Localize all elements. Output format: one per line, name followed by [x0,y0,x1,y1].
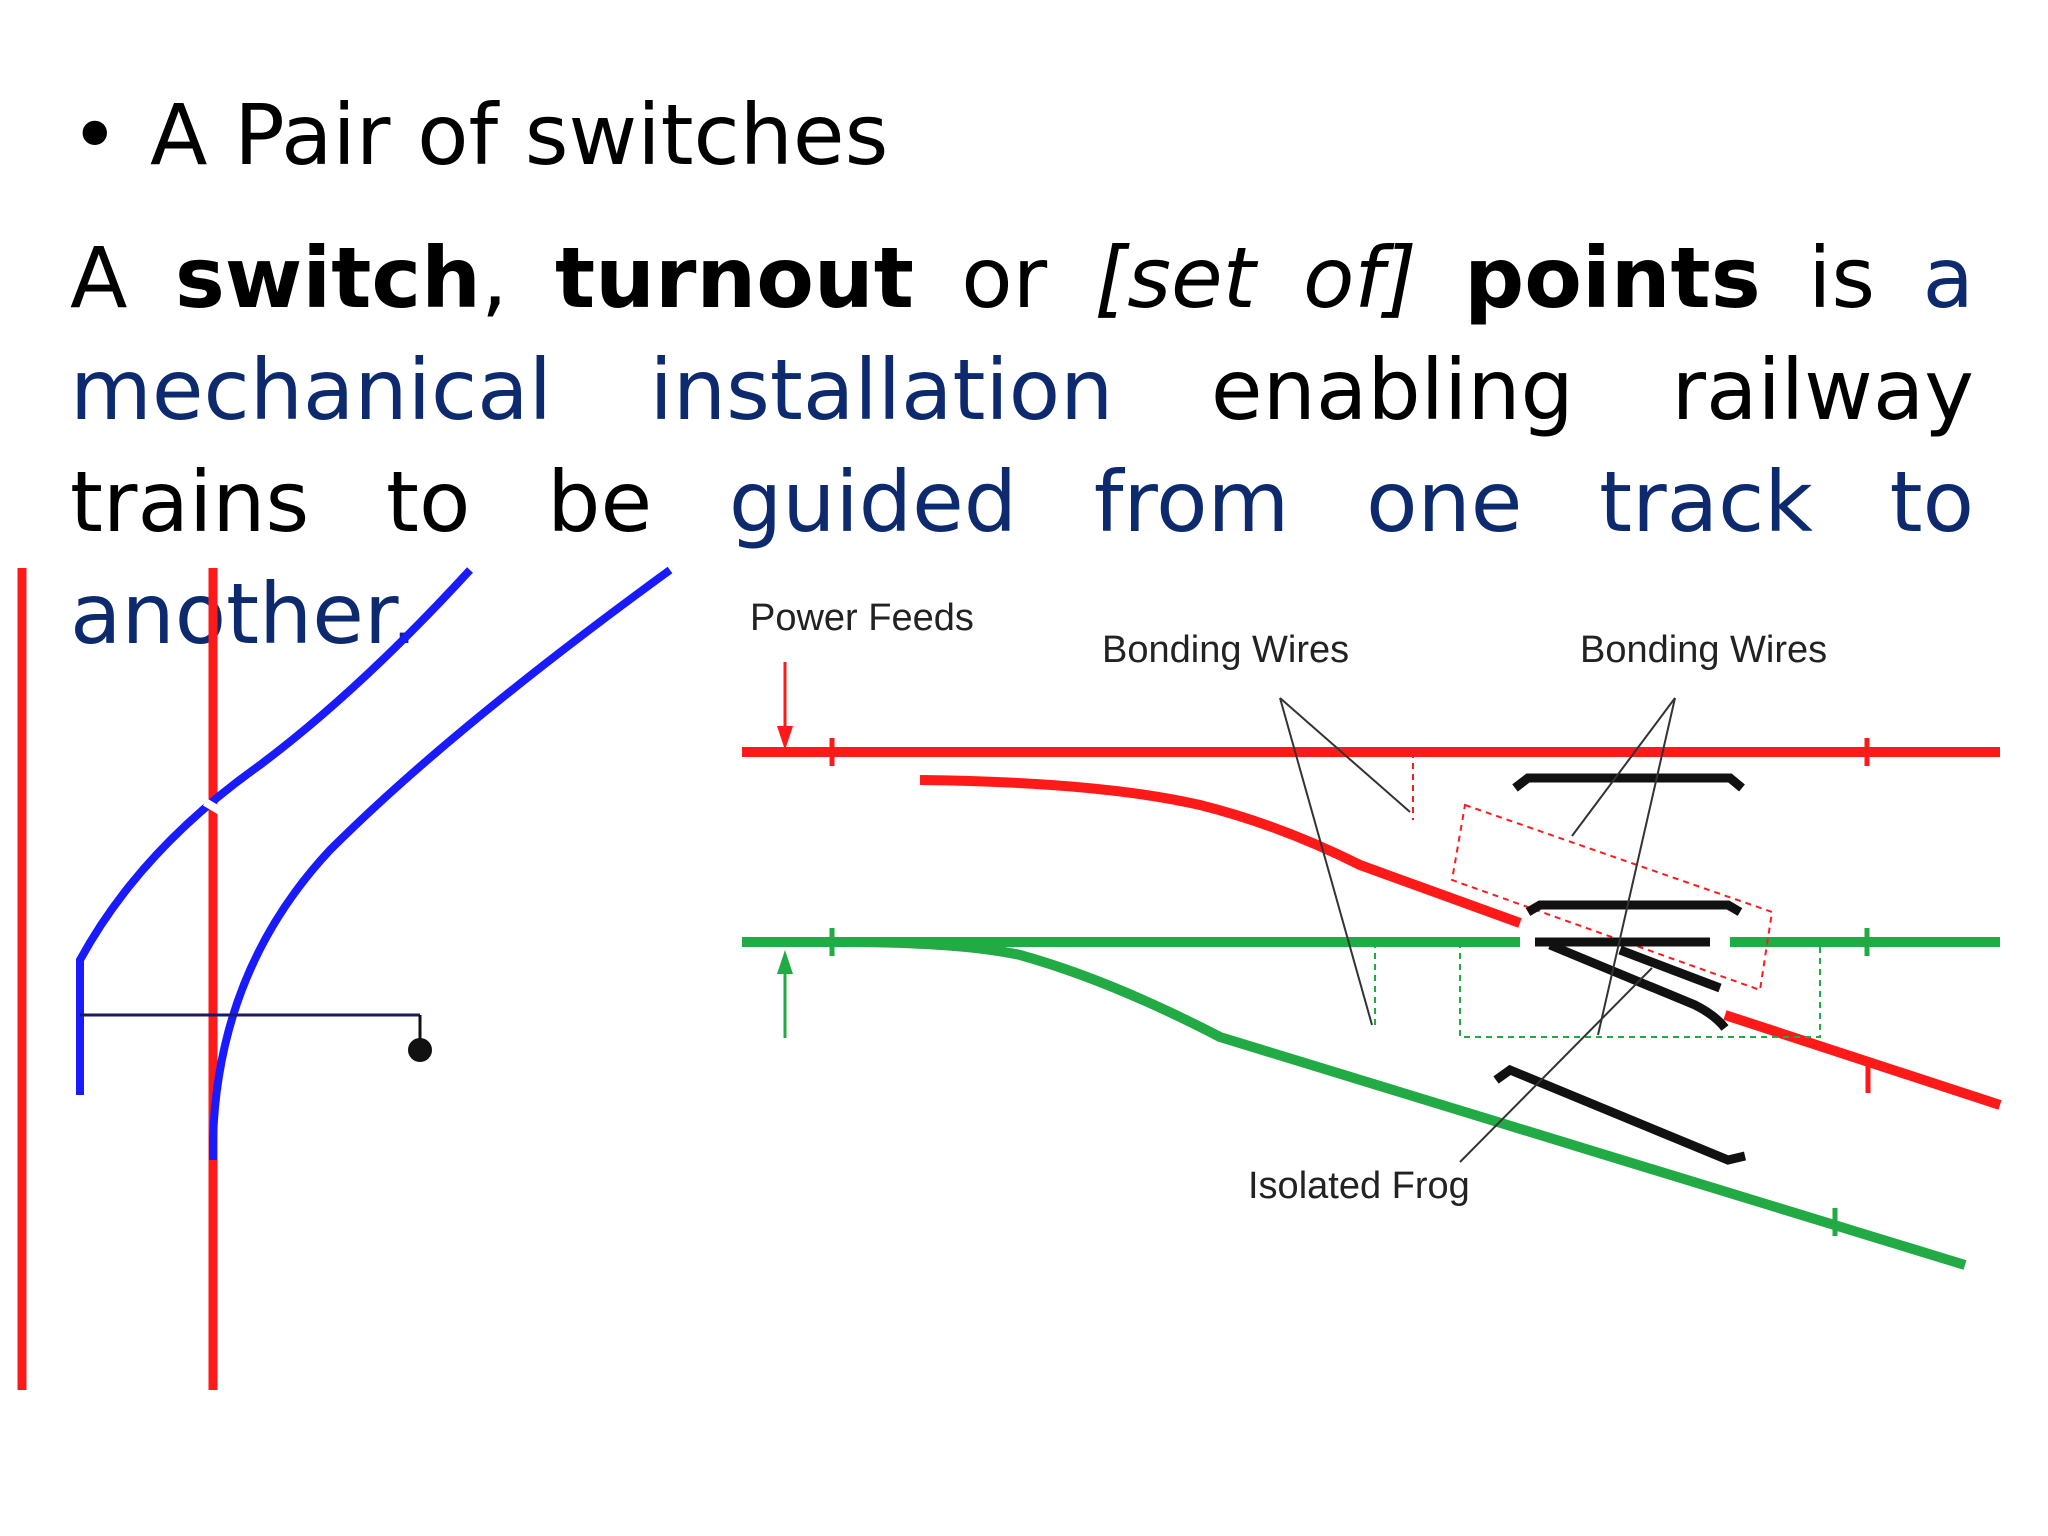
leader-isolated-frog [1459,967,1653,1163]
turnout-wiring-diagram: Power Feeds Bonding Wires Bonding Wires … [742,597,2002,1270]
leader-bonding-right-2 [1597,697,1676,1036]
power-feed-arrowhead-green [777,950,793,974]
highlight-guided: guided from one track to another. [70,453,1974,663]
switch-gap-mark [202,798,225,816]
check-rail-top [1512,773,1745,792]
bullet-dot: • [70,86,120,184]
frog-isolation-box-green [1459,942,1821,1038]
para-text: or [913,229,1095,327]
term-switch: switch [174,229,481,327]
para-text: A [70,229,175,327]
power-feed-arrowhead-red [777,726,793,750]
red-closure-rail [919,775,1522,928]
check-rail-bottom [1493,1064,1747,1165]
red-diverging-rail [1723,1010,2002,1110]
frog-point [1618,945,1722,993]
term-points: points [1464,229,1761,327]
label-bonding-wires-left: Bonding Wires [1102,629,1349,671]
label-bonding-wires-right: Bonding Wires [1580,629,1827,671]
label-power-feeds: Power Feeds [750,597,974,639]
highlight-mechanical-installation: a mechanical installation [70,229,1975,439]
term-turnout: turnout [555,229,914,327]
leader-bonding-left-1 [1279,697,1411,813]
wing-rail-upper [1525,900,1743,916]
lever-weight-icon [408,1038,432,1062]
wing-rail-lower [1548,940,1729,1031]
para-text: is [1760,229,1923,327]
bullet-text: A Pair of switches [150,86,889,184]
leader-bonding-left-2 [1279,697,1373,1026]
blue-switch-rail-1 [76,567,473,1095]
label-isolated-frog: Isolated Frog [1248,1165,1470,1207]
para-text: enabling railway trains to be [70,341,1975,551]
term-set-of: [set of] [1094,229,1417,327]
blue-switch-rail-2 [209,566,673,1160]
para-text [1417,229,1464,327]
leader-bonding-right-1 [1571,697,1676,837]
pair-of-switches-diagram [17,566,673,1390]
bullet-item: • A Pair of switches [70,85,888,185]
definition-paragraph: A switch, turnout or [set of] points is … [70,222,1974,670]
frog-isolation-box-red [1450,803,1774,992]
para-text: , [480,229,556,327]
green-closure-rail [839,937,1967,1270]
